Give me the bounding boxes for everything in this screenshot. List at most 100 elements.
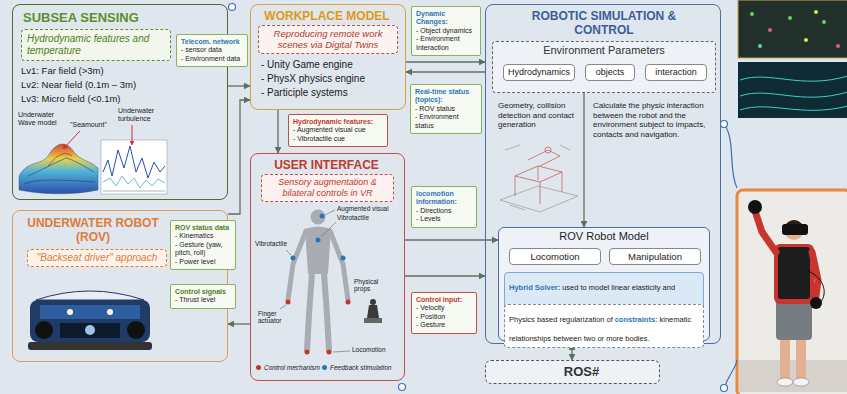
figure-label: Vibrotactile [337,214,387,221]
collision-wireframe-image [500,145,578,212]
simulation-thumbnail [738,0,847,58]
ros-bridge-box: ROS# [485,360,660,384]
collision-wireframe-image [500,186,578,212]
box-title: Hydrodynamic features and temperature [27,33,165,57]
decorative-link [399,384,406,391]
info-box: Real-time status (topics):- ROV status- … [410,84,482,134]
simulation-thumbnail [788,16,792,20]
box-title: ROS# [564,364,599,380]
figure-label: Augmented visual [337,205,399,212]
simulation-thumbnail [804,38,808,42]
vr-user-photo [774,244,814,304]
vr-user-photo [782,224,808,235]
box-text: Lv3: Micro field (<0.1m) [21,93,186,104]
figure-label: Locomotion [352,346,397,353]
leader-line [286,250,291,255]
rov-image [30,300,150,342]
parameter-box: interaction [645,64,707,81]
box-title: "Backseat driver" approach [32,252,162,264]
physical-prop-statue [364,299,382,323]
wave-model-image [24,180,95,184]
parameter-group: Environment ParametersHydrodynamicsobjec… [492,41,716,93]
box-title: locomotion information: [416,190,472,207]
figure-label: Underwater Wave model [18,111,66,127]
collision-wireframe-image [545,147,551,153]
simulation-thumbnail [758,44,762,48]
box-text: - Environment data [181,55,243,63]
box-title: UNDERWATER ROBOT (ROV) [13,216,173,245]
rov-image [60,323,120,338]
box-text: - ROV status [415,105,477,113]
simulation-panel: ROBOTIC SIMULATION & CONTROLGeometry, co… [485,4,721,344]
rov-image [28,291,152,350]
wave-model-image [48,154,72,166]
figure-label: Finger actuator [258,310,290,325]
legend-swatch [256,365,261,370]
rov-image [85,325,95,335]
simulation-thumbnail [822,20,826,24]
control-dot [286,300,291,305]
human-figure [305,227,331,275]
decorative-link [721,385,728,392]
box-text: - Object dynamics [416,27,476,35]
box-title: Sensory augmentation & bilateral control… [266,177,389,199]
box-title: Locomotion [512,251,598,262]
connector-arrow [228,85,250,86]
human-figure [330,231,348,300]
vr-user-photo [793,378,809,386]
control-dot [346,300,351,305]
turbulence-plot-image [103,146,165,178]
rov-image [35,321,53,339]
simulation-thumbnail [750,12,754,16]
human-figure [307,273,312,350]
figure-label: Physical props [354,278,394,293]
box-title: Manipulation [612,251,698,262]
decorative-link [724,360,737,388]
box-text: - Unity Game engine [261,59,401,71]
constraint-note: Physics based regularization ofconstrain… [504,304,704,348]
simulation-thumbnail [738,62,847,118]
turbulence-plot-image [101,140,167,194]
box-text: - Power level [175,258,231,266]
box-title: interaction [648,67,704,78]
vr-user-photo [806,270,824,304]
box-title: Physics based regularization of [509,315,613,324]
wave-model-image [19,144,98,194]
box-text: - Kinematics [175,232,231,240]
dashed-note-box: Hydrodynamic features and temperature [21,29,171,61]
figure-label: Vibrotactile [255,240,295,247]
box-text: - Participle systems [261,87,401,99]
physical-prop-statue [367,305,379,318]
vr-user-photo [777,378,793,386]
legend-swatch [322,365,327,370]
dashed-note-box: Reproducing remote work scenes via Digit… [258,25,398,54]
human-figure [324,273,329,350]
rov-image [36,291,144,300]
box-title: Environment Parameters [497,44,711,57]
vr-user-photo [756,214,776,252]
collision-wireframe-image [505,145,570,210]
info-box: locomotion information:- Directions- Lev… [411,186,477,228]
box-title: Control input: [416,296,472,304]
box-title: Control signals [175,288,231,296]
box-text: Lv1: Far field (>3m) [21,65,186,76]
info-box: Control signals- Thrust level [170,284,236,309]
wave-model-image [19,144,98,194]
parameter-box: objects [585,64,635,81]
box-text: - Gesture (yaw, pitch, roll) [175,241,231,258]
pointer-arrow [63,131,80,149]
leader-line [280,305,286,309]
physical-prop-statue [364,318,382,323]
box-text: - Environment Interaction [416,35,476,52]
vr-user-photo [737,190,847,394]
box-text: - Velocity [416,304,472,312]
box-title: Hybrid Solver: [509,283,560,292]
rov-image [28,342,152,350]
leader-line [321,222,336,237]
decorative-link [721,121,728,128]
model-group: ROV Robot ModelLocomotionManipulationHyb… [498,227,710,341]
info-box: Telecom. network- sensor data- Environme… [176,34,248,67]
box-title: ROBOTIC SIMULATION & CONTROL [529,9,679,38]
rov-image [127,321,145,339]
